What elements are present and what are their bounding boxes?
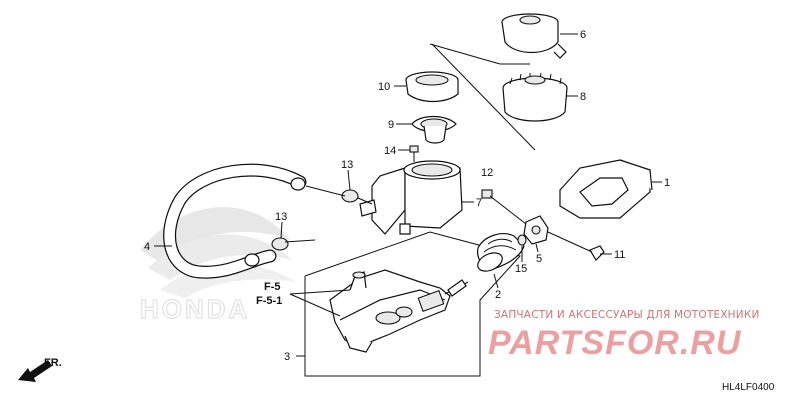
diagram-code: HL4LF0400 — [722, 382, 775, 393]
part-boot — [477, 233, 525, 272]
callout-4: 4 — [144, 241, 150, 253]
callout-6: 6 — [580, 29, 586, 41]
part-ring-15 — [517, 234, 527, 246]
ref-f5: F-5 — [264, 281, 281, 293]
front-direction-label: FR. — [44, 357, 62, 369]
callout-13-lower: 13 — [275, 211, 287, 223]
part-master-cylinder — [329, 269, 469, 353]
watermark-caption: ЗАПЧАСТИ И АКСЕССУАРЫ ДЛЯ МОТОТЕХНИКИ — [494, 309, 760, 321]
part-screw-14 — [409, 145, 419, 162]
part-pin-11 — [589, 245, 605, 261]
part-cap-holder — [502, 72, 568, 122]
callout-7: 7 — [476, 197, 482, 209]
front-direction-arrow: FR. — [18, 357, 62, 382]
watermark-brand: PARTSFOR.RU — [488, 324, 742, 362]
callout-3: 3 — [284, 351, 290, 363]
callout-12: 12 — [481, 167, 493, 179]
callout-8: 8 — [580, 91, 586, 103]
part-bolt-12 — [481, 189, 527, 225]
part-reservoir-cap — [501, 13, 567, 59]
part-reservoir — [359, 160, 463, 235]
ref-f51: F-5-1 — [256, 295, 282, 307]
callout-11: 11 — [614, 249, 625, 261]
callout-1: 1 — [664, 177, 670, 189]
honda-logo-text: HONDA — [140, 294, 250, 324]
part-diaphragm-plate — [411, 115, 457, 144]
callout-14: 14 — [384, 145, 396, 157]
callout-10: 10 — [378, 81, 390, 93]
part-cover — [559, 159, 653, 219]
part-reservoir-hose — [163, 163, 307, 279]
part-holder-5 — [523, 215, 549, 245]
part-diaphragm-ring — [405, 71, 459, 103]
callout-2: 2 — [495, 289, 501, 301]
callout-9: 9 — [388, 119, 394, 131]
callout-13-upper: 13 — [341, 159, 353, 171]
callout-5: 5 — [536, 253, 542, 265]
part-hose-clamp-lower — [271, 237, 289, 251]
callout-15: 15 — [515, 263, 527, 275]
